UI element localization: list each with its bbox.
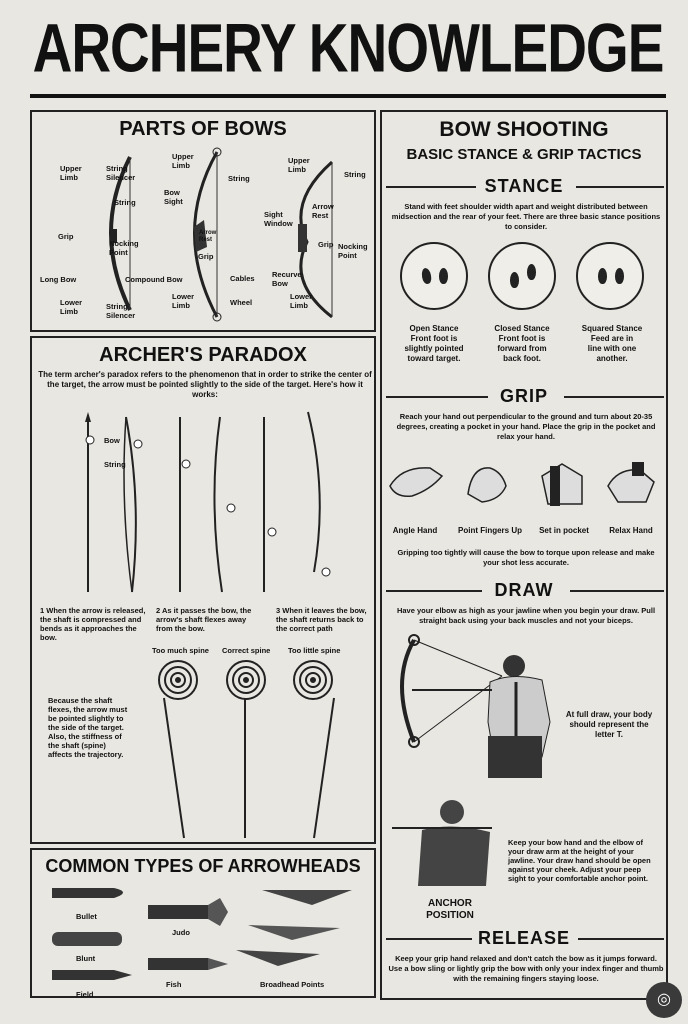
label-cables: Cables (230, 274, 255, 283)
label-upper-limb-1: Upper Limb (60, 164, 82, 182)
release-text: Keep your grip hand relaxed and don't ca… (388, 954, 664, 983)
arrowheads-panel: COMMON TYPES OF ARROWHEADS Bullet Judo B… (30, 848, 376, 999)
arrowhead-label-broadhead: Broadhead Points (260, 980, 325, 989)
paradox-step-1: 1 When the arrow is released, the shaft … (40, 606, 146, 642)
label-arrow-rest-3: Arrow Rest (312, 202, 334, 220)
squared-stance-icon (576, 242, 644, 310)
grip-caption-relax-hand: Relax Hand (609, 526, 653, 535)
grip-text: Reach your hand out perpendicular to the… (396, 412, 656, 441)
label-upper-limb-2: Upper Limb (172, 152, 194, 170)
spine-targets-illustration (158, 660, 335, 839)
arrowhead-label-judo: Judo (172, 928, 190, 937)
label-grip-3: Grip (318, 240, 334, 249)
release-title: RELEASE (477, 928, 571, 948)
grip-caption-angle-hand: Angle Hand (392, 526, 438, 535)
stance-header: STANCE (382, 176, 666, 198)
grip-hands-illustration (389, 462, 655, 506)
lens-search-icon[interactable]: ◎ (646, 982, 682, 1018)
arrowhead-label-fish: Fish (166, 980, 182, 989)
closed-stance-caption: Closed Stance Front foot is forward from… (494, 324, 550, 363)
page-title: ARCHERY KNOWLEDGE (32, 8, 665, 87)
label-lower-limb-1: Lower Limb (60, 298, 83, 316)
archers-paradox-heading: ARCHER'S PARADOX (99, 344, 307, 366)
grip-header: GRIP (382, 386, 666, 408)
arrowheads-heading: COMMON TYPES OF ARROWHEADS (45, 856, 361, 876)
anchor-text: Keep your bow hand and the elbow of your… (508, 838, 651, 883)
label-compound-bow: Compound Bow (125, 275, 183, 284)
spine-label-too-much: Too much spine (152, 646, 209, 655)
paradox-step-3: 3 When it leaves the bow, the shaft retu… (276, 606, 367, 633)
open-stance-icon (400, 242, 468, 310)
label-lower-limb-3: Lower Limb (290, 292, 313, 310)
draw-full-draw-note: At full draw, your body should represent… (565, 710, 653, 739)
open-stance-caption: Open Stance Front foot is slightly point… (404, 324, 464, 363)
label-bow-sight: Bow Sight (164, 188, 183, 206)
paradox-step-2: 2 As it passes the bow, the arrow's shaf… (156, 606, 252, 633)
spine-label-correct: Correct spine (222, 646, 271, 655)
label-arrow-rest-2: Arrow Rest (199, 230, 217, 243)
label-lower-limb-2: Lower Limb (172, 292, 195, 310)
label-recurve-bow: Recurve Bow (272, 270, 302, 288)
parts-of-bows-panel: PARTS OF BOWS Upper Limb String Silencer… (30, 110, 376, 332)
bow-shooting-heading: BOW SHOOTING (439, 118, 609, 141)
label-nocking-point-3: Nocking Point (338, 242, 368, 260)
bow-shooting-subheading: BASIC STANCE & GRIP TACTICS (406, 146, 642, 163)
paradox-note: Because the shaft flexes, the arrow must… (48, 696, 128, 759)
paradox-intro: The term archer's paradox refers to the … (38, 370, 372, 399)
label-string-1: String (114, 198, 136, 207)
label-nocking-point-1: Nocking Point (109, 239, 139, 257)
long-bow-illustration (109, 147, 333, 322)
draw-title: DRAW (494, 580, 554, 600)
title-underline (30, 94, 666, 98)
label-upper-limb-3: Upper Limb (288, 156, 310, 174)
anchor-position-label: ANCHOR POSITION (426, 898, 474, 921)
grip-note: Gripping too tightly will cause the bow … (397, 548, 655, 567)
label-grip-1: Grip (58, 232, 74, 241)
closed-stance-icon (488, 242, 556, 310)
paradox-string-label: String (104, 460, 126, 469)
stance-title: STANCE (484, 176, 564, 196)
grip-caption-set-in-pocket: Set in pocket (539, 526, 589, 535)
bow-shooting-panel: BOW SHOOTING BASIC STANCE & GRIP TACTICS… (380, 110, 668, 1000)
paradox-bow-label: Bow (104, 436, 120, 445)
anchor-illustration (392, 800, 492, 886)
arrowhead-label-field: Field (76, 990, 94, 999)
grip-caption-point-fingers: Point Fingers Up (458, 526, 522, 535)
release-header: RELEASE (382, 928, 666, 950)
label-string-silencer-1: String Silencer (106, 164, 136, 182)
paradox-arrow-illustration (85, 411, 331, 593)
label-string-silencer-2: String Silencer (106, 302, 136, 320)
label-string-2: String (228, 174, 250, 183)
arrowheads-illustration (52, 888, 352, 980)
label-string-3: String (344, 170, 366, 179)
stance-text: Stand with feet shoulder width apart and… (391, 202, 661, 231)
parts-of-bows-heading: PARTS OF BOWS (119, 118, 287, 140)
label-sight-window: Sight Window (264, 210, 293, 228)
draw-header: DRAW (382, 580, 666, 602)
label-long-bow: Long Bow (40, 275, 77, 284)
label-grip-2: Grip (198, 252, 214, 261)
draw-text: Have your elbow as high as your jawline … (396, 606, 656, 625)
arrowhead-label-blunt: Blunt (76, 954, 96, 963)
spine-label-too-little: Too little spine (288, 646, 341, 655)
squared-stance-caption: Squared Stance Feed are in line with one… (581, 324, 643, 363)
draw-illustration (400, 634, 551, 778)
archers-paradox-panel: ARCHER'S PARADOX The term archer's parad… (30, 336, 376, 844)
grip-title: GRIP (499, 386, 548, 406)
arrowhead-label-bullet: Bullet (76, 912, 97, 921)
label-wheel: Wheel (230, 298, 253, 307)
